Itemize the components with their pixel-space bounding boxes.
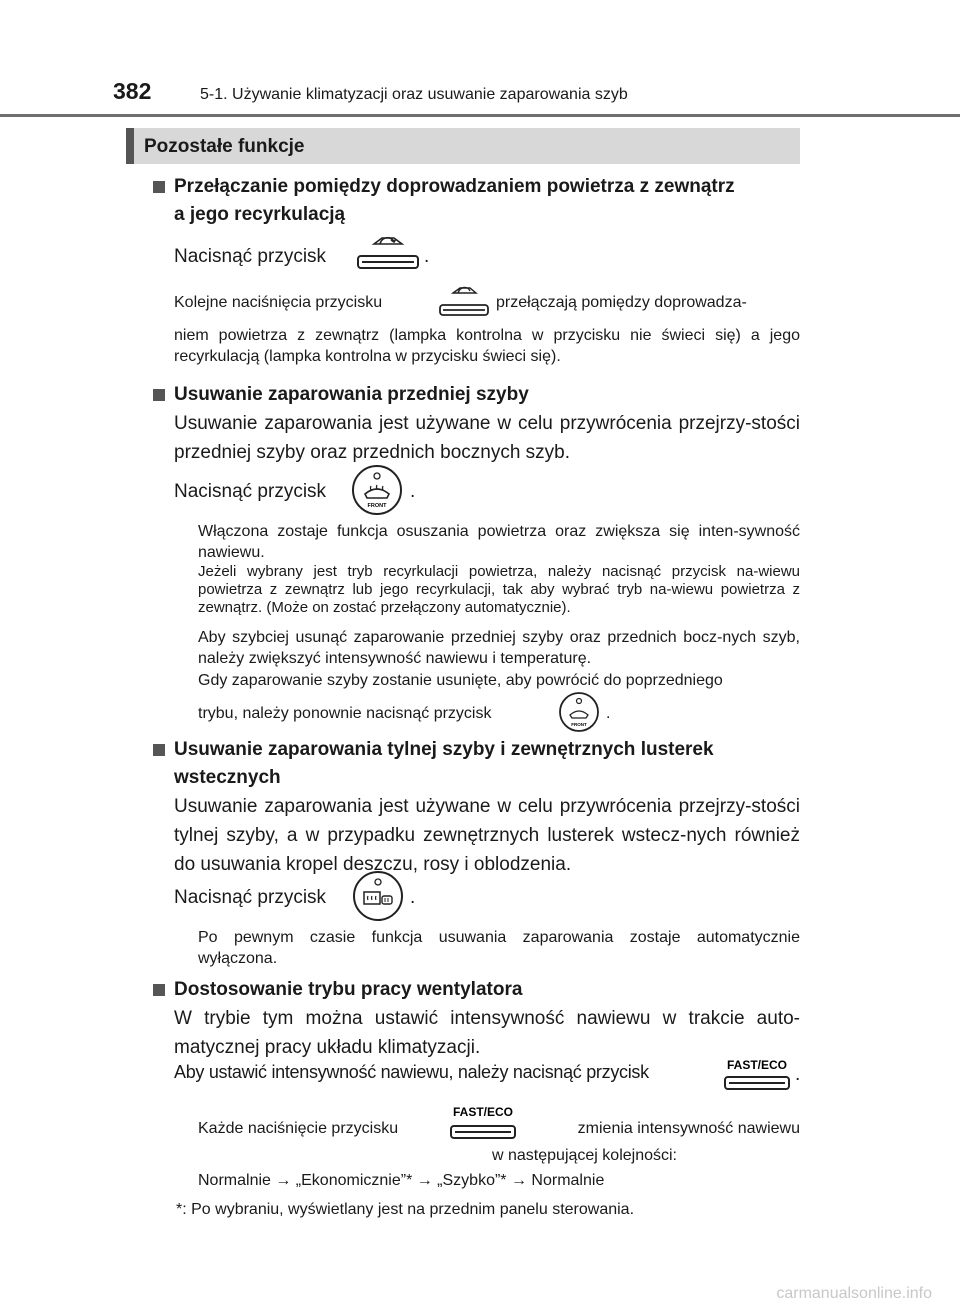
watermark: carmanualsonline.info — [776, 1285, 932, 1302]
chapter-title: 5-1. Używanie klimatyzacji oraz usuwanie… — [200, 86, 628, 103]
footnote: *: Po wybraniu, wyświetlany jest na prze… — [176, 1201, 635, 1218]
press-instruction-fan: Aby ustawić intensywność nawiewu, należy… — [174, 1062, 649, 1082]
note-recirc-b: przełączają pomiędzy doprowadza- — [496, 294, 747, 311]
front-note-3: Aby szybciej usunąć zaparowanie przednie… — [198, 629, 800, 667]
heading-rear-defog-line2: wstecznych — [174, 767, 281, 788]
front-defog-button-small-icon: FRONT — [558, 691, 600, 733]
period-4: . — [410, 887, 416, 908]
bullet-square-icon — [153, 984, 165, 996]
front-small-icon-label: FRONT — [571, 722, 587, 727]
rear-defog-body: Usuwanie zaparowania jest używane w celu… — [174, 796, 800, 875]
period-5: . — [795, 1064, 801, 1085]
section-banner-accent — [126, 128, 134, 164]
heading-recirculation-line1: Przełączanie pomiędzy doprowadzaniem pow… — [174, 176, 735, 197]
heading-rear-defog-line1: Usuwanie zaparowania tylnej szyby i zewn… — [174, 739, 714, 760]
press-instruction-rear: Nacisnąć przycisk — [174, 887, 327, 908]
header-rule — [0, 114, 960, 117]
note-recirc-a: Kolejne naciśnięcia przycisku — [174, 294, 383, 311]
recirculation-button-small-icon — [438, 283, 490, 319]
period-1: . — [424, 246, 430, 267]
fast-eco-button-icon: FAST/ECO — [722, 1057, 792, 1093]
front-defog-button-icon: FRONT — [351, 464, 403, 516]
bullet-square-icon — [153, 744, 165, 756]
press-instruction-recirc: Nacisnąć przycisk — [174, 246, 327, 267]
bullet-square-icon — [153, 181, 165, 193]
page-number: 382 — [113, 78, 152, 104]
front-note-5: trybu, należy ponownie nacisnąć przycisk — [198, 705, 492, 722]
front-icon-label: FRONT — [368, 503, 388, 509]
section-title: Pozostałe funkcje — [144, 136, 305, 157]
rear-defog-button-icon — [352, 870, 404, 922]
fan-note-a: Każde naciśnięcie przycisku — [198, 1120, 399, 1137]
heading-recirculation-line2: a jego recyrkulacją — [174, 204, 346, 225]
fast-eco-small-label: FAST/ECO — [453, 1105, 513, 1119]
note-recirc-rest: niem powietrza z zewnątrz (lampka kontro… — [174, 327, 800, 365]
fan-sequence: Normalnie → „Ekonomicznie”* → „Szybko”* … — [198, 1172, 605, 1189]
fan-note-c: w następującej kolejności: — [492, 1147, 677, 1164]
rear-note: Po pewnym czasie funkcja usuwania zaparo… — [198, 929, 800, 967]
period-2: . — [410, 481, 416, 502]
front-note-2: Jeżeli wybrany jest tryb recyrkulacji po… — [198, 563, 800, 616]
front-note-1: Włączona zostaje funkcja osuszania powie… — [198, 523, 800, 561]
fast-eco-button-small-icon: FAST/ECO — [448, 1104, 518, 1142]
section-banner: Pozostałe funkcje — [126, 128, 800, 164]
fast-eco-label: FAST/ECO — [727, 1058, 787, 1072]
heading-fan-mode: Dostosowanie trybu pracy wentylatora — [174, 979, 523, 1000]
press-instruction-front: Nacisnąć przycisk — [174, 481, 327, 502]
front-note-4: Gdy zaparowanie szyby zostanie usunięte,… — [198, 672, 723, 689]
period-3: . — [606, 705, 611, 722]
heading-front-defog: Usuwanie zaparowania przedniej szyby — [174, 384, 529, 405]
bullet-square-icon — [153, 389, 165, 401]
recirculation-button-icon — [356, 232, 420, 272]
fan-note-b: zmienia intensywność nawiewu — [577, 1120, 800, 1137]
fan-body: W trybie tym można ustawić intensywność … — [174, 1008, 800, 1058]
front-defog-body: Usuwanie zaparowania jest używane w celu… — [174, 413, 800, 463]
